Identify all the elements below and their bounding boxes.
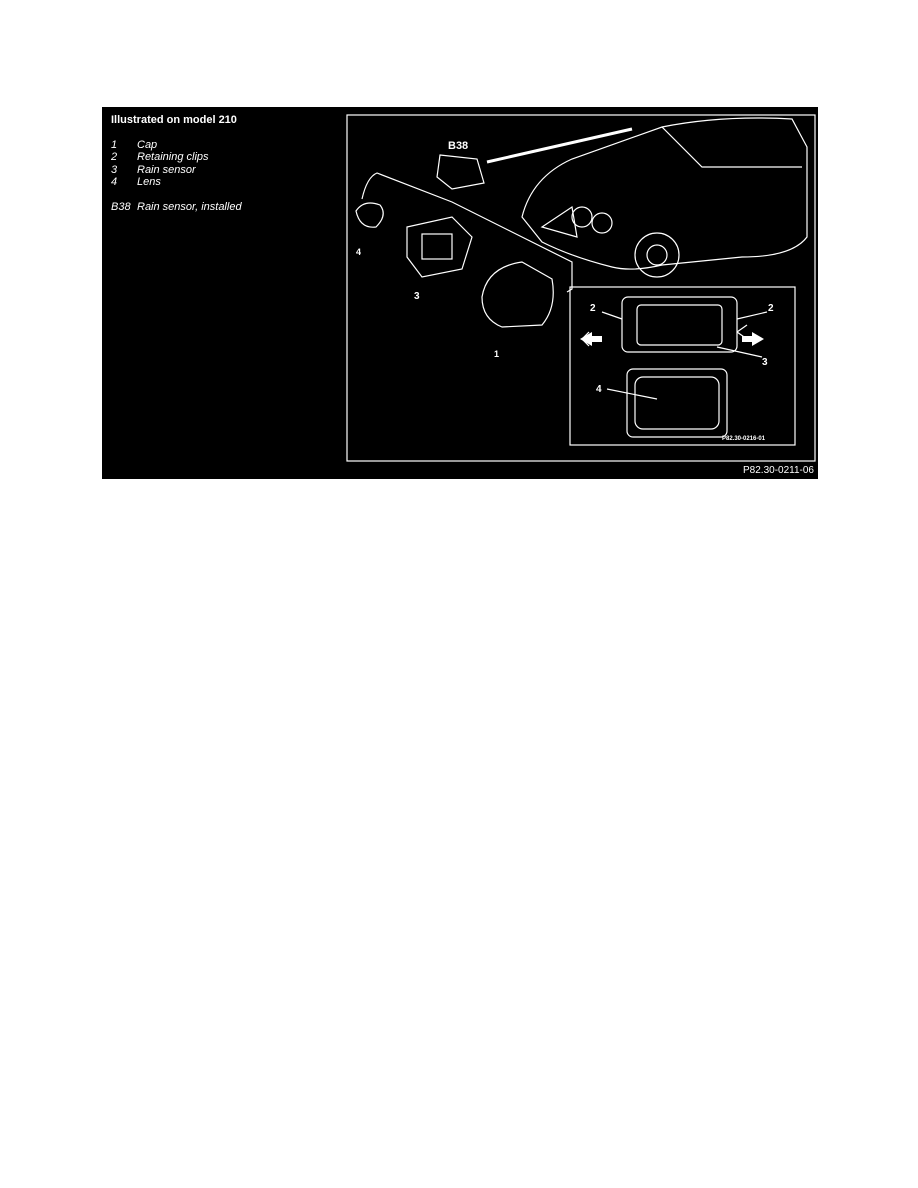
arrow-right-icon <box>742 332 764 346</box>
callout-3: 3 <box>414 291 420 302</box>
callout-2-left: 2 <box>590 303 596 314</box>
b38-sensor <box>436 154 485 190</box>
rain-sensor-part <box>406 216 473 278</box>
inset-sensor <box>621 296 738 353</box>
figure-code: P82.30-0211-06 <box>743 465 814 476</box>
car-outline <box>521 117 808 270</box>
callout-b38: B38 <box>448 140 468 152</box>
callout-3-inset: 3 <box>762 357 768 368</box>
inset-code: P82.30-0216-01 <box>722 436 766 442</box>
figure-title: Illustrated on model 210 <box>111 114 237 126</box>
callout-4: 4 <box>356 247 361 257</box>
cap-part <box>481 261 554 328</box>
callout-2-right: 2 <box>768 303 774 314</box>
lens-part <box>355 202 384 228</box>
callout-4-inset: 4 <box>596 384 602 395</box>
exploded-view-drawing: B38 1 2 2 3 3 4 4 P82.30-0216-01 <box>346 114 816 462</box>
drawing-frame <box>346 114 816 462</box>
callout-1: 1 <box>494 349 499 359</box>
inset-lens <box>626 368 728 438</box>
inset-frame <box>569 286 796 446</box>
arrow-left-icon <box>580 332 602 346</box>
